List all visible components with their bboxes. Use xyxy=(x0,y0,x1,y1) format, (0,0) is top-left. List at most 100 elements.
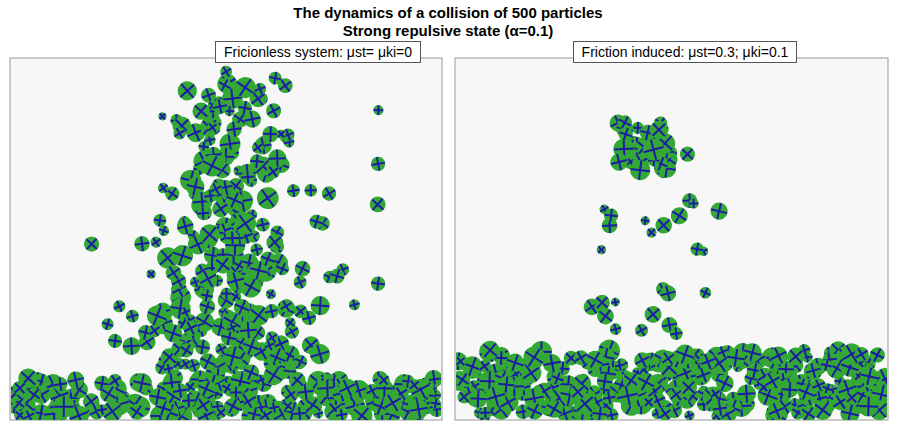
particle xyxy=(225,270,247,292)
particle xyxy=(225,231,239,245)
particle xyxy=(292,353,309,370)
particle xyxy=(688,198,698,208)
particle xyxy=(456,354,468,369)
particle xyxy=(231,296,253,318)
particle xyxy=(456,369,473,391)
particle xyxy=(737,384,757,404)
particle xyxy=(241,362,262,383)
particle xyxy=(549,370,566,387)
particle xyxy=(218,63,234,79)
particle xyxy=(107,333,123,349)
particle xyxy=(52,376,68,392)
particle xyxy=(523,400,545,420)
particle xyxy=(497,375,516,394)
particle xyxy=(264,162,283,181)
right-panel xyxy=(455,58,888,420)
particle xyxy=(468,389,487,408)
particle xyxy=(282,315,298,331)
particle xyxy=(677,143,698,164)
particle xyxy=(658,284,677,303)
particle xyxy=(227,322,239,334)
particle xyxy=(766,343,790,367)
particle xyxy=(407,398,430,420)
particle xyxy=(375,371,392,388)
particle xyxy=(195,220,224,249)
particle xyxy=(168,297,192,321)
particle xyxy=(246,87,270,111)
particle xyxy=(858,365,880,387)
particle xyxy=(519,342,549,372)
particle xyxy=(370,275,386,291)
particle xyxy=(211,253,235,277)
particle xyxy=(252,81,267,96)
particle xyxy=(677,375,701,399)
particle xyxy=(274,296,299,321)
particle xyxy=(711,400,728,417)
panel-label-box: Fricionless system: μst= μki=0 xyxy=(215,41,421,63)
particle xyxy=(11,378,30,399)
particle xyxy=(406,377,423,394)
particle xyxy=(614,359,626,371)
panel-label: Friction induced: μst=0.3; μki=0.1 xyxy=(582,44,789,60)
particle xyxy=(275,128,288,141)
particle xyxy=(603,208,619,224)
particle xyxy=(319,184,339,204)
particle xyxy=(713,372,736,395)
particle xyxy=(655,404,675,420)
particle xyxy=(629,159,652,182)
particle xyxy=(615,383,640,408)
particle xyxy=(819,358,833,372)
particle xyxy=(683,409,696,420)
particle xyxy=(200,288,215,303)
particle xyxy=(290,353,309,372)
particle xyxy=(207,180,224,197)
particle xyxy=(672,342,698,368)
particle xyxy=(274,260,291,277)
particle xyxy=(633,322,651,340)
particle xyxy=(456,388,474,407)
particle xyxy=(286,183,301,198)
particle xyxy=(765,400,787,420)
left-panel xyxy=(10,58,442,420)
particle xyxy=(640,216,650,226)
particle xyxy=(189,99,213,123)
particle xyxy=(608,151,629,172)
particle xyxy=(567,381,590,404)
particle xyxy=(86,401,107,420)
particle xyxy=(126,401,148,420)
particle xyxy=(145,268,158,281)
particle xyxy=(171,382,188,399)
particle xyxy=(262,126,279,143)
particle xyxy=(192,394,214,416)
particles-left xyxy=(11,63,441,420)
particle xyxy=(596,372,614,390)
particle xyxy=(837,339,866,368)
particle xyxy=(163,262,185,284)
particle xyxy=(477,337,503,363)
particle xyxy=(197,151,226,180)
particle xyxy=(66,403,92,420)
particle xyxy=(300,309,317,326)
particle xyxy=(100,317,115,332)
particle xyxy=(307,342,332,367)
particle xyxy=(211,98,229,116)
particle xyxy=(264,287,278,301)
particle xyxy=(268,71,283,86)
particle xyxy=(144,302,171,329)
particle xyxy=(669,326,684,341)
particle xyxy=(249,154,264,169)
particle xyxy=(709,201,730,222)
panel-label-box: Friction induced: μst=0.3; μki=0.1 xyxy=(573,41,798,63)
particle xyxy=(196,206,210,220)
particle xyxy=(177,341,197,361)
particle xyxy=(328,267,346,285)
particle xyxy=(205,120,220,135)
particle xyxy=(131,372,153,394)
particle xyxy=(476,357,493,374)
particle xyxy=(250,139,267,156)
particle xyxy=(97,382,121,406)
particle xyxy=(852,344,872,364)
particle xyxy=(304,184,317,197)
particle xyxy=(232,259,246,273)
particle xyxy=(795,382,816,403)
